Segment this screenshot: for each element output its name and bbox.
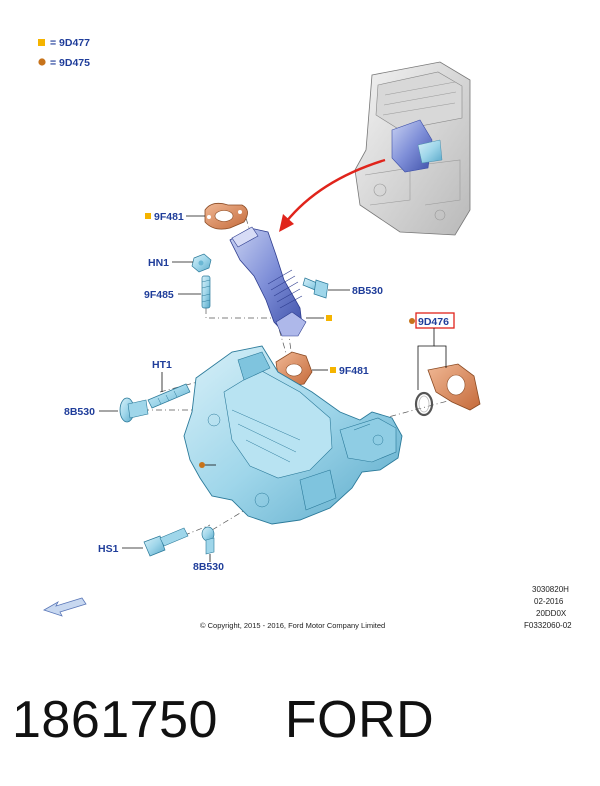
callout-bolt-bottom-left: HS1 (98, 543, 143, 555)
callout-bolt-bottom: 8B530 (193, 554, 224, 573)
callout-nut: HN1 (148, 257, 193, 269)
callout-label: 8B530 (352, 285, 383, 297)
bolt-8b530-pipe (302, 277, 329, 299)
meta-line-4: F0332060-02 (524, 621, 572, 630)
legend-text-2: = 9D475 (50, 57, 90, 69)
bolt-8b530-left (119, 397, 149, 423)
egr-pipe (229, 226, 307, 337)
legend: = 9D477 = 9D475 (38, 37, 90, 69)
callout-label: 8B530 (64, 406, 95, 418)
stud-9f485 (201, 275, 211, 309)
callout-pipe-marker (306, 315, 332, 321)
marker-9d475-body (199, 462, 205, 468)
direction-arrow-icon (43, 597, 87, 617)
part-footer: 1861750 FORD (12, 690, 434, 750)
bolt-hs1 (143, 527, 189, 557)
stud-ht1 (147, 383, 191, 409)
callout-label: 9F481 (154, 211, 184, 223)
copyright-notice: © Copyright, 2015 - 2016, Ford Motor Com… (200, 621, 385, 630)
meta-line-2: 02-2016 (534, 597, 564, 606)
callout-stud-left: HT1 (152, 359, 172, 392)
meta-line-3: 20DD0X (536, 609, 567, 618)
legend-circle-marker (38, 58, 46, 66)
drawing-meta: 3030820H 02-2016 20DD0X F0332060-02 (524, 585, 572, 630)
legend-text-1: = 9D477 (50, 37, 90, 49)
callout-label: 9F485 (144, 289, 174, 301)
engine-illustration (354, 61, 471, 236)
flange-gasket (427, 363, 481, 411)
callout-stud: 9F485 (144, 289, 201, 301)
callout-highlight: 9D476 (409, 312, 455, 390)
nut-hn1 (191, 253, 212, 273)
callout-label: HS1 (98, 543, 119, 555)
bolt-8b530-bottom (201, 526, 215, 555)
exploded-parts-diagram: = 9D477 = 9D475 (38, 37, 572, 630)
callout-bolt-pipe: 8B530 (328, 285, 383, 297)
callout-label: 8B530 (193, 561, 224, 573)
locator-arrow (279, 158, 386, 232)
callout-gasket-top: 9F481 (145, 211, 205, 223)
callout-label: HT1 (152, 359, 172, 371)
brand-name: FORD (284, 691, 435, 749)
meta-line-1: 3030820H (532, 585, 569, 594)
callout-label: 9D476 (418, 316, 449, 328)
gasket-top (204, 202, 248, 230)
seal-ring (414, 391, 434, 417)
legend-square-marker (38, 39, 45, 46)
callout-label: HN1 (148, 257, 169, 269)
egr-cooler-assembly (183, 345, 403, 525)
part-number: 1861750 (12, 691, 218, 749)
callout-gasket-mid: 9F481 (312, 365, 369, 377)
callout-label: 9F481 (339, 365, 369, 377)
highlight-box (415, 312, 455, 329)
callout-bolt-left: 8B530 (64, 406, 118, 418)
